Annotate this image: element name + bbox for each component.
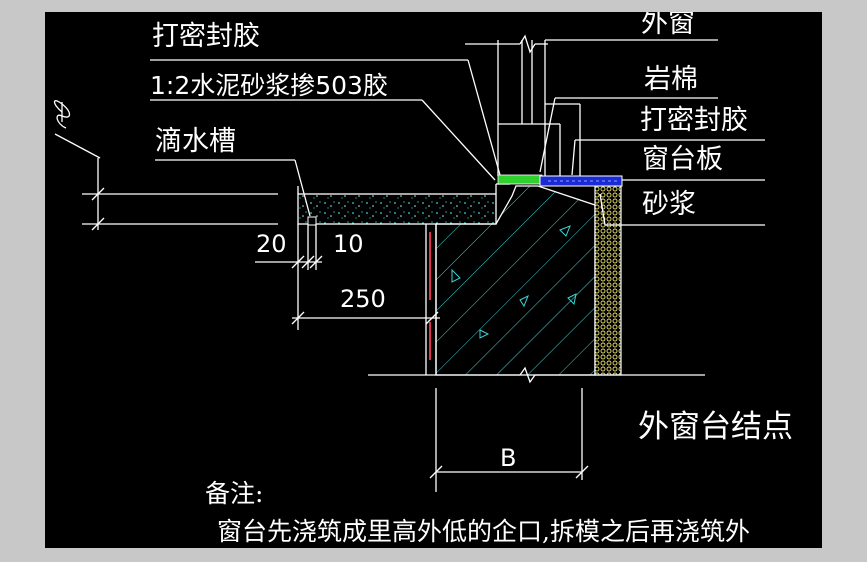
note-text: 窗台先浇筑成里高外低的企口,拆模之后再浇筑外 <box>217 517 750 546</box>
concrete-wall <box>435 185 596 376</box>
sill-board <box>539 175 623 187</box>
dimension-20: 20 <box>256 230 287 258</box>
label-mortar-mix: 1:2水泥砂浆掺503胶 <box>150 71 388 100</box>
inner-finish-layer <box>425 224 437 375</box>
drawing-title: 外窗台结点 <box>638 409 793 445</box>
dimension-b <box>429 388 589 492</box>
label-top-sealant: 打密封胶 <box>152 21 260 52</box>
label-rock-wool: 岩棉 <box>644 64 698 95</box>
sill-cap <box>297 183 510 225</box>
cad-drawing-canvas: 打密封胶 1:2水泥砂浆掺503胶 滴水槽 外窗 岩棉 打密封胶 窗台板 砂浆 … <box>45 12 822 548</box>
dimension-250: 250 <box>340 285 386 313</box>
base-break-line <box>368 366 705 384</box>
label-drip-groove: 滴水槽 <box>155 126 236 157</box>
label-right-sealant: 打密封胶 <box>640 105 748 136</box>
window-frame <box>465 34 581 176</box>
vertical-dimension-line <box>82 158 278 231</box>
dimension-b-label: B <box>500 444 516 472</box>
green-sealant <box>497 174 543 185</box>
leader-lines <box>150 39 765 226</box>
horizontal-dimensions <box>255 224 440 330</box>
label-sill-board: 窗台板 <box>642 144 723 175</box>
label-outer-window: 外窗 <box>641 12 695 39</box>
label-mortar: 砂浆 <box>642 189 696 220</box>
window-sill-detail-drawing: 打密封胶 1:2水泥砂浆掺503胶 滴水槽 外窗 岩棉 打密封胶 窗台板 砂浆 … <box>53 12 793 546</box>
dimension-10: 10 <box>333 230 364 258</box>
note-heading: 备注: <box>205 479 263 508</box>
elevation-symbol-icon <box>53 100 101 159</box>
mortar-column <box>594 185 622 376</box>
drip-groove <box>307 216 317 226</box>
